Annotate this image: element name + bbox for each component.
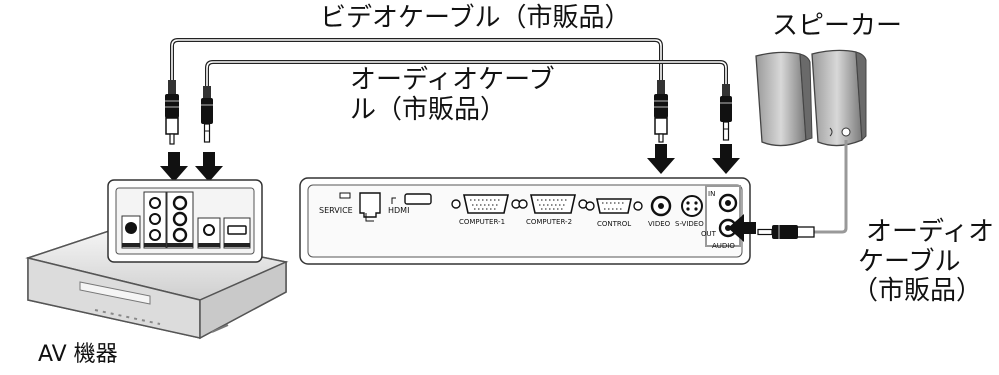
audio-cable-right-line3: （市販品） (852, 276, 983, 306)
speaker-label: スピーカー (772, 11, 903, 41)
speaker-cable-line (798, 140, 848, 234)
audio-cable-label-line2: ル（市販品） (350, 95, 507, 125)
minijack-plug-icon (720, 84, 732, 141)
dvd-player-icon (25, 179, 289, 340)
rca-plug-icon (165, 80, 179, 145)
av-device-label: AV 機器 (38, 342, 118, 367)
audio-cable-line (205, 60, 728, 88)
left-arrow-icon (728, 214, 756, 242)
audio-cable-label-line1: オーディオケーブ (350, 65, 555, 95)
down-arrow-icon (160, 144, 740, 182)
computer1-port-label: COMPUTER-1 (459, 218, 506, 226)
video-port-label: VIDEO (648, 220, 671, 228)
minijack-plug-icon (201, 86, 213, 143)
svideo-port-label: S-VIDEO (675, 220, 704, 228)
rca-plug-icon (654, 80, 668, 143)
video-cable-line (170, 38, 663, 82)
audio-label: AUDIO (712, 242, 735, 250)
hdmi-port-label: HDMI (388, 206, 410, 215)
audio-cable-right-line1: オーディオ (866, 217, 995, 247)
audio-in-label: IN (708, 190, 716, 198)
audio-out-label: OUT (701, 230, 716, 238)
service-port-label: SERVICE (319, 206, 353, 215)
minijack-plug-icon (757, 225, 815, 239)
speaker-icon (755, 49, 867, 147)
computer2-port-label: COMPUTER-2 (526, 218, 573, 226)
audio-cable-right-line2: ケーブル (858, 247, 961, 277)
video-cable-label: ビデオケーブル（市販品） (320, 3, 631, 33)
projector-panel-icon (299, 177, 751, 265)
control-port-label: CONTROL (597, 220, 632, 228)
